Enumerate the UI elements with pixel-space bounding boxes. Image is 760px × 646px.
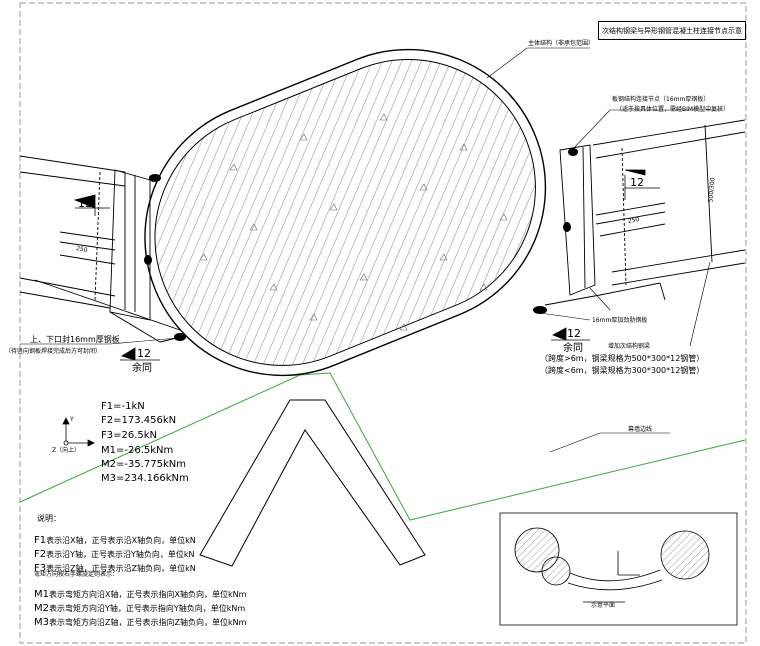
force-f3: F3=26.5kN — [101, 430, 158, 441]
section-bottom-right-sub: 余同 — [563, 343, 583, 354]
moment-m2: M2=-35.775kNm — [101, 459, 186, 470]
right-beam — [544, 119, 746, 306]
note-row: F3表示沿Z轴，正号表示沿Z轴负向，单位kN — [34, 563, 196, 574]
beam-note-2: （跨度>6m，钢梁规格为500*300*12钢管） — [540, 354, 705, 363]
main-column — [144, 48, 547, 377]
note-row: F1表示沿X轴，正号表示沿X轴负向，单位kN — [34, 535, 196, 546]
moment-heading: 弯矩方向按右手螺旋定则表示： — [34, 571, 119, 578]
note-row: M1表示弯矩方向沿X轴，正号表示指向X轴负向，单位kNm — [34, 589, 247, 600]
chevron-shape — [199, 399, 426, 567]
section-left-number: 12 — [78, 197, 92, 210]
plate-note-1: 板钢结构连接节点（16mm厚钢板） — [612, 96, 710, 103]
drawing-frame — [19, 2, 747, 644]
concrete-marks — [199, 113, 508, 331]
curtain-edge-label: 幕墙边线 — [628, 426, 653, 433]
axis-z-label: Z（向上） — [52, 447, 81, 454]
main-column-label: 主体结构（非承包范围） — [528, 40, 595, 47]
key-plan-caption: 示意平面 — [591, 602, 616, 609]
curtain-edge-line — [19, 372, 746, 521]
note-row: M2表示弯矩方向沿Y轴，正号表示指向Y轴负向，单位kNm — [34, 603, 246, 614]
left-beam — [19, 155, 186, 343]
beam-note-1: 增加次结构钢梁 — [608, 343, 651, 350]
section-bottom-left-number: 12 — [137, 347, 151, 360]
axis-y-label: Y — [70, 416, 74, 423]
axis-glyph — [62, 417, 95, 447]
force-f1: F1=-1kN — [101, 401, 145, 412]
right-welds — [533, 148, 578, 314]
plate-left-note-1: 上、下口封16mm厚钢板 — [30, 335, 120, 344]
moment-m1: M1=-26.5kNm — [101, 445, 174, 456]
left-welds — [144, 174, 186, 341]
notes-heading: 说明： — [37, 514, 61, 523]
plate-left-note-2: （待竖向钢板焊接完成后方可封闭） — [5, 348, 102, 355]
key-plan — [499, 512, 738, 626]
section-bottom-right-number: 12 — [567, 327, 581, 340]
ring-plate-label: 16mm厚加劲肋钢板 — [592, 317, 648, 324]
section-right-number: 12 — [630, 176, 644, 189]
section-markers — [73, 169, 660, 361]
moment-m3: M3=234.166kNm — [101, 473, 189, 484]
note-row: M3表示弯矩方向沿Z轴，正号表示指向Z轴负向，单位kNm — [34, 617, 247, 628]
note-row: F2表示沿Y轴，正号表示沿Y轴负向，单位kN — [34, 549, 195, 560]
drawing-title: 次结构钢梁与异形钢管混凝土柱连接节点示意 — [598, 21, 746, 40]
beam-note-3: （跨度<6m，钢梁规格为300*300*12钢管） — [540, 366, 705, 375]
force-f2: F2=173.456kN — [101, 415, 177, 426]
section-bottom-left-sub: 余同 — [132, 363, 152, 374]
plate-note-2: （适于按具体位置，需经BIM模型中复核） — [616, 106, 730, 113]
leader-lines — [20, 47, 720, 453]
